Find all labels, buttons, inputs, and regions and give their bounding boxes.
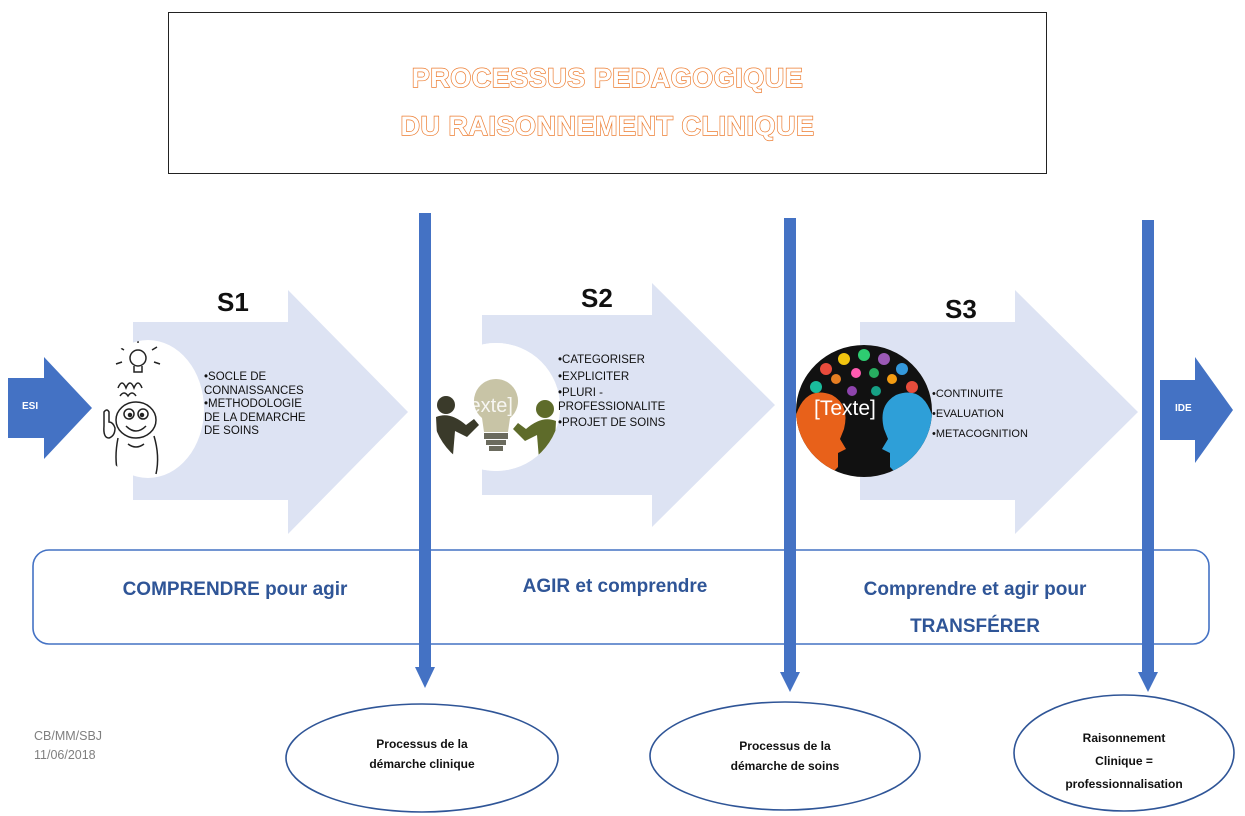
esi-arrow (8, 357, 92, 459)
s2-bullet-line: PROFESSIONALITE (558, 400, 666, 413)
s1-bullet-line: •SOCLE DE (204, 371, 267, 383)
footer-authors: CB/MM/SBJ (34, 729, 103, 743)
stage-arrow-s3 (860, 290, 1138, 534)
stage-label-s3: S3 (945, 294, 977, 324)
outcome-text-line: démarche clinique (369, 757, 475, 771)
phase-text-3: Comprendre et agir pour TRANSFÉRER (810, 571, 1140, 645)
outcome-ellipse-2 (649, 701, 921, 811)
phase-text-1: COMPRENDRE pour agir (122, 579, 348, 600)
teamwork-lightbulb-icon: [Texte] (432, 343, 560, 471)
title-line-1: PROCESSUS PEDAGOGIQUE (411, 62, 804, 93)
ide-label: IDE (1175, 403, 1192, 414)
s2-bullet-line: •PLURI - (558, 387, 603, 399)
outcome-text-1: Processus de la démarche clinique (322, 734, 522, 774)
s2-bullet-line: •PROJET DE SOINS (558, 417, 666, 429)
s3-image-placeholder: [Texte] (814, 397, 876, 420)
esi-label: ESI (22, 401, 39, 412)
outcome-text-line: Raisonnement (1082, 731, 1166, 745)
vertical-arrow-3 (1138, 220, 1158, 692)
outcome-text-line: professionnalisation (1065, 777, 1183, 791)
s3-bullet-line: •EVALUATION (932, 408, 1004, 420)
outcome-text-line: démarche de soins (730, 759, 840, 773)
footer-credits: CB/MM/SBJ 11/06/2018 (34, 727, 102, 765)
vertical-arrow-2 (780, 218, 800, 692)
s3-bullets: •CONTINUITE •EVALUATION •METACOGNITION (932, 384, 1072, 444)
s1-bullet-line: DE LA DEMARCHE (204, 411, 306, 424)
outcome-text-line: Processus de la (376, 737, 468, 751)
outcome-ellipse-3 (1013, 694, 1235, 812)
s2-bullets: •CATEGORISER •EXPLICITER •PLURI - PROFES… (558, 354, 718, 431)
title-box: PROCESSUS PEDAGOGIQUE DU RAISONNEMENT CL… (168, 12, 1047, 174)
s2-bullet-line: •CATEGORISER (558, 354, 645, 366)
phase-text-3-line-1: Comprendre et agir pour (863, 579, 1087, 600)
s3-bullet-line: •METACOGNITION (932, 428, 1028, 440)
title-line-2: DU RAISONNEMENT CLINIQUE (400, 110, 815, 141)
brain-network-icon: [Texte] (796, 345, 932, 477)
phase-text-3-line-2: TRANSFÉRER (910, 616, 1040, 637)
s1-bullet-line: •METHODOLOGIE (204, 398, 302, 410)
s2-bullet-line: •EXPLICITER (558, 370, 630, 383)
vertical-arrow-1 (415, 213, 435, 688)
stage-arrow-s2 (482, 283, 775, 527)
outcome-text-line: Processus de la (739, 739, 831, 753)
outcome-text-2: Processus de la démarche de soins (685, 736, 885, 776)
outcome-text-3: Raisonnement Clinique = professionnalisa… (1024, 727, 1224, 796)
outcome-text-line: Clinique = (1095, 754, 1153, 768)
phase-box (32, 549, 1210, 645)
outcome-ellipse-1 (285, 703, 559, 813)
s1-bullets: •SOCLE DE CONNAISSANCES •METHODOLOGIE DE… (204, 371, 354, 439)
footer-date: 11/06/2018 (34, 748, 96, 762)
s1-bullet-line: CONNAISSANCES (204, 384, 304, 397)
s2-image-placeholder: [Texte] (454, 395, 513, 417)
s3-bullet-line: •CONTINUITE (932, 388, 1004, 400)
thinker-lightbulb-icon (92, 340, 204, 478)
phase-text-2: AGIR et comprendre (522, 576, 708, 597)
s1-bullet-line: DE SOINS (204, 425, 259, 437)
stage-label-s1: S1 (217, 287, 249, 317)
ide-arrow (1160, 357, 1233, 463)
stage-arrow-s1 (133, 290, 408, 534)
stage-label-s2: S2 (581, 283, 613, 313)
